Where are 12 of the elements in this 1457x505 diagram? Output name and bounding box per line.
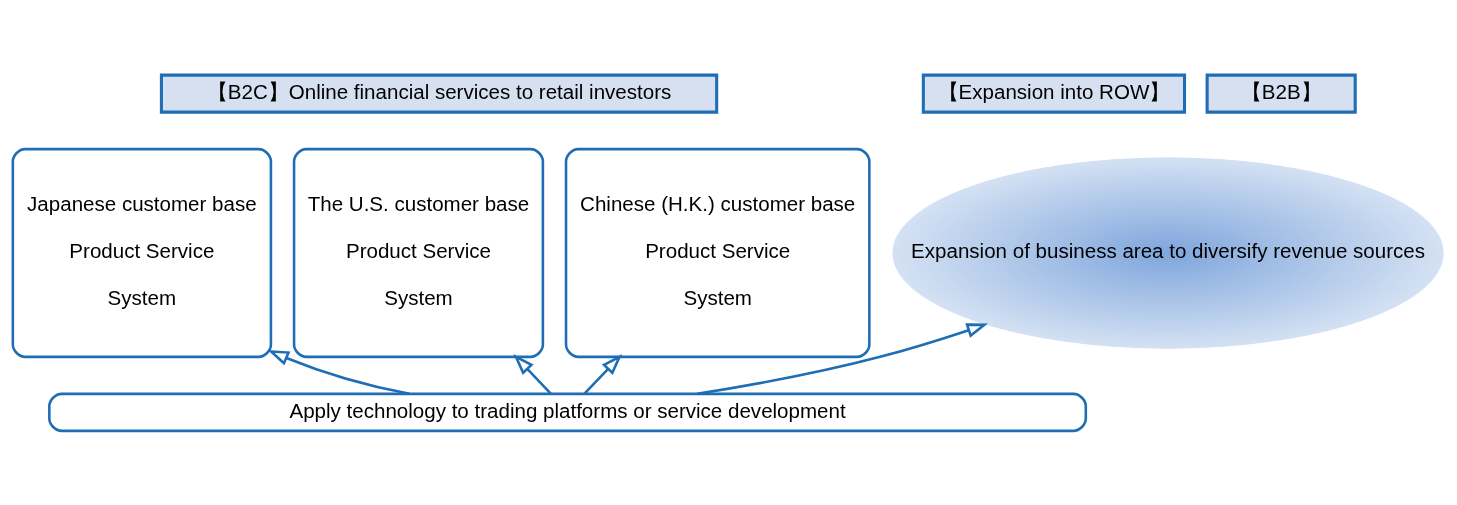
node-box: Chinese (H.K.) customer base Product Service System (564, 147, 871, 358)
node-box: 【B2B】 (1205, 73, 1357, 114)
arrow (513, 353, 552, 394)
node-ellipse: Expansion of business area to diversify revenue sources (891, 155, 1445, 350)
node-box: Apply technology to trading platforms or service development (48, 392, 1088, 432)
node-box: The U.S. customer base Product Service System (292, 147, 545, 358)
arrow (583, 353, 623, 394)
node-box: 【B2C】Online financial services to retail investors (159, 73, 719, 114)
arrow (696, 322, 989, 395)
node-box: 【Expansion into ROW】 (921, 73, 1187, 114)
node-box: Japanese customer base Product Service System (11, 147, 273, 358)
arrow (267, 349, 410, 395)
